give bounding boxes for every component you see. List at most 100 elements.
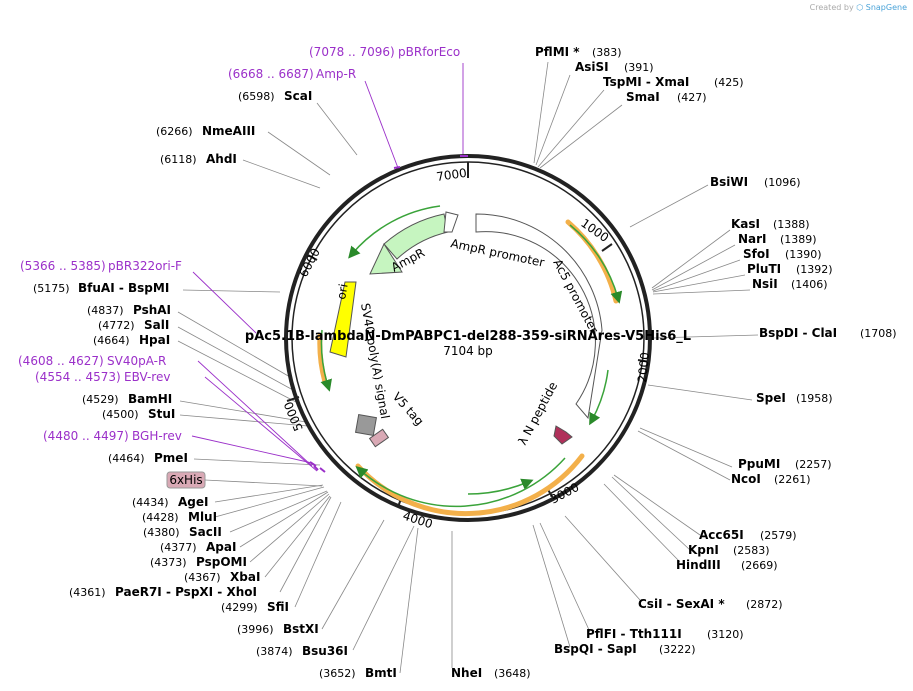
site-csii-sexai: CsiI - SexAI * <box>638 597 725 611</box>
site-position-label: (2257) <box>795 458 832 471</box>
site-position-label: (383) <box>592 46 622 59</box>
site-position-label: (1390) <box>785 248 822 261</box>
site-agei: AgeI <box>178 495 208 509</box>
primer-ebvrev-range: (4554 .. 4573) <box>35 370 121 384</box>
site-position-label: (4377) <box>160 541 197 554</box>
ori-label: ori <box>334 283 350 301</box>
site-position-label: (3996) <box>237 623 274 636</box>
primer-pbr322ori-name: pBR322ori-F <box>108 259 182 273</box>
site-position-label: (1392) <box>796 263 833 276</box>
site-position-label: (4299) <box>221 601 258 614</box>
site-position-label: (1389) <box>780 233 817 246</box>
site-smai: SmaI <box>626 90 660 104</box>
primer-labels: (7078 .. 7096) pBRforEco (6668 .. 6687) … <box>18 45 460 443</box>
primer-pbrforeco-range: (7078 .. 7096) <box>309 45 395 59</box>
primer-bghrev-name: BGH-rev <box>132 429 182 443</box>
site-bamhi: BamHI <box>128 392 172 406</box>
site-nmeaiii: NmeAIII <box>202 124 255 138</box>
site-position-label: (6118) <box>160 153 197 166</box>
site-bstxi: BstXI <box>283 622 319 636</box>
site-kasi: KasI <box>731 217 760 231</box>
site-position-label: (4837) <box>87 304 124 317</box>
site-apai: ApaI <box>206 540 236 554</box>
site-ppumi: PpuMI <box>738 457 780 471</box>
plasmid-length: 7104 bp <box>443 344 493 358</box>
site-pmei: PmeI <box>154 451 188 465</box>
site-kpni: KpnI <box>688 543 719 557</box>
site-position-label: (2583) <box>733 544 770 557</box>
site-position-label: (1406) <box>791 278 828 291</box>
site-position-label: (1958) <box>796 392 833 405</box>
site-pflmi: PflMI * <box>535 45 580 59</box>
primer-bghrev-range: (4480 .. 4497) <box>43 429 129 443</box>
site-nsii: NsiI <box>752 277 778 291</box>
v5-tag-block <box>368 428 390 448</box>
site-position-label: (1096) <box>764 176 801 189</box>
tick-7000: 7000 <box>435 166 467 184</box>
primer-pbrforeco-name: pBRforEco <box>398 45 460 59</box>
site-position-label: (4500) <box>102 408 139 421</box>
site-xbai: XbaI <box>230 570 260 584</box>
site-sacii: SacII <box>189 525 222 539</box>
site-bsu36i: Bsu36I <box>302 644 348 658</box>
site-position-label: (425) <box>714 76 744 89</box>
site-position-label: (4367) <box>184 571 221 584</box>
site-bmti: BmtI <box>365 666 397 680</box>
site-position-label: (2579) <box>760 529 797 542</box>
site-position-label: (427) <box>677 91 707 104</box>
site-position-label: (3648) <box>494 667 531 680</box>
site-position-label: (3652) <box>319 667 356 680</box>
site-nhei: NheI <box>451 666 482 680</box>
ampr-feature <box>383 213 449 260</box>
site-position-label: (1388) <box>773 218 810 231</box>
primer-ebvrev-name: EBV-rev <box>124 370 170 384</box>
cds-direction-arrows <box>320 205 623 508</box>
site-hindiii: HindIII <box>676 558 721 572</box>
site-pshai: PshAI <box>133 303 171 317</box>
tick-2000: 2000 <box>635 351 652 383</box>
restriction-sites-right: PflMI *(383) AsiSI(391) TspMI - XmaI(425… <box>451 45 897 680</box>
site-scai: ScaI <box>284 89 312 103</box>
site-bspdi-clai: BspDI - ClaI <box>759 326 837 340</box>
primer-ampr-name: Amp-R <box>316 67 356 81</box>
ampr-arrowhead <box>369 242 403 275</box>
site-tspmi-xmai: TspMI - XmaI <box>603 75 689 89</box>
primer-leaders <box>191 63 464 472</box>
site-position-label: (3874) <box>256 645 293 658</box>
site-bsiwi: BsiWI <box>710 175 748 189</box>
leader-lines <box>177 61 759 674</box>
sv40-polya-label: SV40 poly(A) signal <box>358 302 392 420</box>
site-bfuai-bspmi: BfuAI - BspMI <box>78 281 169 295</box>
site-position-label: (391) <box>624 61 654 74</box>
site-position-label: (2261) <box>774 473 811 486</box>
site-stui: StuI <box>148 407 175 421</box>
ac5-promoter-feature <box>475 213 603 420</box>
site-pflfi-tth111i: PflFI - Tth111I <box>586 627 682 641</box>
snapgene-logo-icon: ⬡ <box>856 3 864 12</box>
site-position-label: (4529) <box>82 393 119 406</box>
site-position-label: (6266) <box>156 125 193 138</box>
site-pluti: PluTI <box>747 262 781 276</box>
site-position-label: (2669) <box>741 559 778 572</box>
site-sfii: SfiI <box>267 600 289 614</box>
site-position-label: (4373) <box>150 556 187 569</box>
tick-4000: 4000 <box>401 509 434 532</box>
site-pspomi: PspOMI <box>196 555 247 569</box>
lambda-n-label: λ N peptide <box>515 380 560 448</box>
primer-ampr-range: (6668 .. 6687) <box>228 67 314 81</box>
site-mlui: MluI <box>188 510 217 524</box>
site-position-label: (4664) <box>93 334 130 347</box>
site-position-label: (3120) <box>707 628 744 641</box>
primer-markers <box>309 155 468 473</box>
site-position-label: (4361) <box>69 586 106 599</box>
site-nari: NarI <box>738 232 767 246</box>
v5-tag-label: V5 tag <box>390 390 427 429</box>
primer-sv40pa-name: SV40pA-R <box>107 354 166 368</box>
site-position-label: (4772) <box>98 319 135 332</box>
site-ahdi: AhdI <box>206 152 237 166</box>
snapgene-credit: Created by ⬡ SnapGene <box>809 3 907 12</box>
site-position-label: (6598) <box>238 90 275 103</box>
site-sali: SalI <box>144 318 169 332</box>
primer-pbr322ori-range: (5366 .. 5385) <box>20 259 106 273</box>
